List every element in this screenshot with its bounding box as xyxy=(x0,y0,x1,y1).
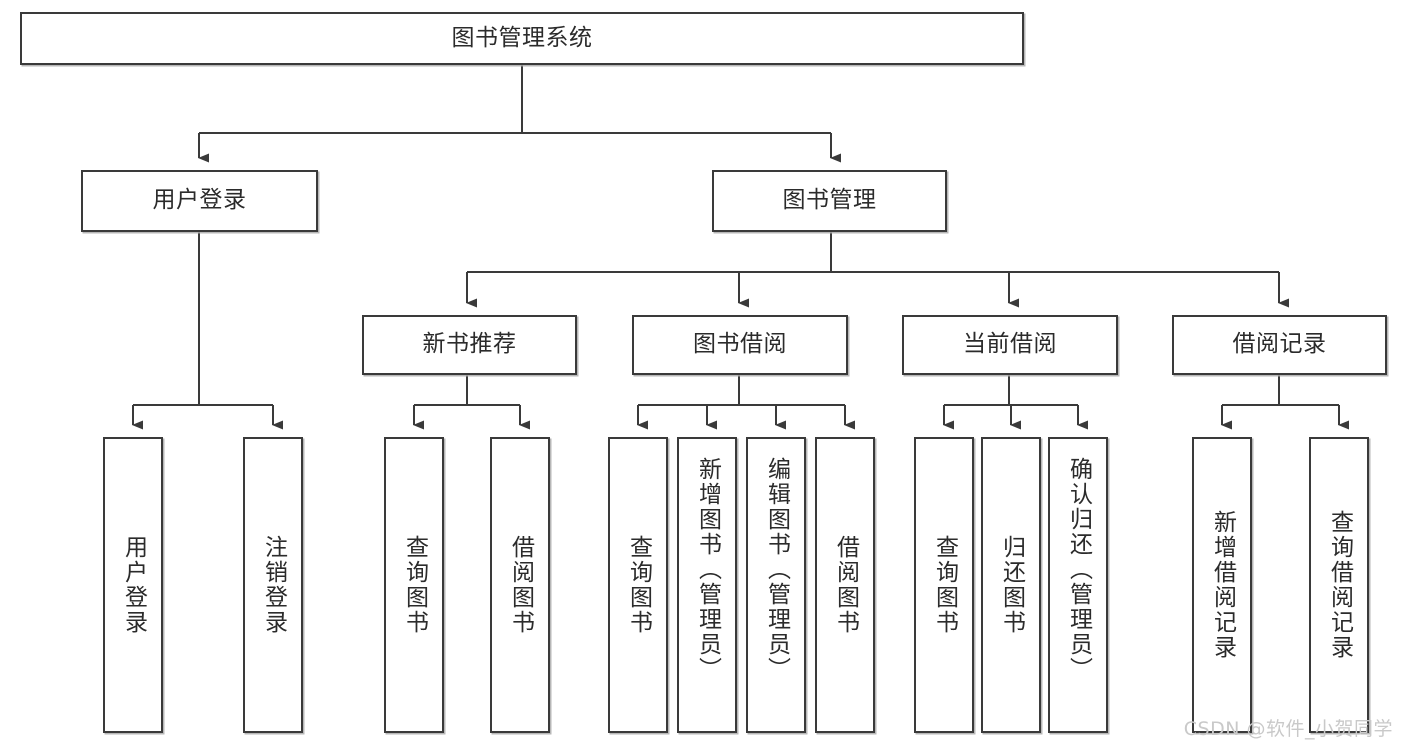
node-new-book-rec-label: 新书推荐 xyxy=(422,331,517,358)
node-leaf-query-book-3[interactable]: 查询图书 xyxy=(914,437,974,733)
node-leaf-return-book[interactable]: 归还图书 xyxy=(981,437,1041,733)
node-leaf-query-book-2[interactable]: 查询图书 xyxy=(608,437,668,733)
node-book-borrow[interactable]: 图书借阅 xyxy=(632,315,848,375)
node-book-borrow-label: 图书借阅 xyxy=(693,331,787,358)
node-leaf-query-book-1-label: 查询图书 xyxy=(401,535,428,635)
node-root[interactable]: 图书管理系统 xyxy=(20,12,1024,65)
node-leaf-borrow-book-2[interactable]: 借阅图书 xyxy=(815,437,875,733)
node-leaf-user-logout[interactable]: 注销登录 xyxy=(243,437,303,733)
node-book-manage[interactable]: 图书管理 xyxy=(712,170,947,232)
node-user-login[interactable]: 用户登录 xyxy=(81,170,318,232)
node-leaf-query-book-1[interactable]: 查询图书 xyxy=(384,437,444,733)
node-current-borrow[interactable]: 当前借阅 xyxy=(902,315,1118,375)
node-leaf-query-record-label: 查询借阅记录 xyxy=(1326,510,1353,660)
node-user-login-label: 用户登录 xyxy=(152,187,247,214)
node-leaf-user-login[interactable]: 用户登录 xyxy=(103,437,163,733)
node-leaf-edit-book-label: 编辑图书（管理员） xyxy=(763,457,790,682)
node-leaf-query-record[interactable]: 查询借阅记录 xyxy=(1309,437,1369,733)
node-leaf-user-login-label: 用户登录 xyxy=(120,535,147,635)
node-leaf-borrow-book-1-label: 借阅图书 xyxy=(507,535,534,635)
csdn-watermark: CSDN @软件_小贺同学 xyxy=(1183,718,1393,740)
node-new-book-rec[interactable]: 新书推荐 xyxy=(362,315,577,375)
node-leaf-query-book-3-label: 查询图书 xyxy=(931,535,958,635)
node-borrow-record[interactable]: 借阅记录 xyxy=(1172,315,1387,375)
node-leaf-add-record[interactable]: 新增借阅记录 xyxy=(1192,437,1252,733)
node-leaf-add-record-label: 新增借阅记录 xyxy=(1209,510,1236,660)
node-leaf-add-book[interactable]: 新增图书（管理员） xyxy=(677,437,737,733)
node-leaf-confirm-return[interactable]: 确认归还（管理员） xyxy=(1048,437,1108,733)
node-leaf-query-book-2-label: 查询图书 xyxy=(625,535,652,635)
node-leaf-return-book-label: 归还图书 xyxy=(998,535,1025,635)
node-root-label: 图书管理系统 xyxy=(451,24,593,51)
node-leaf-add-book-label: 新增图书（管理员） xyxy=(694,457,721,682)
node-leaf-edit-book[interactable]: 编辑图书（管理员） xyxy=(746,437,806,733)
node-leaf-borrow-book-2-label: 借阅图书 xyxy=(832,535,859,635)
node-book-manage-label: 图书管理 xyxy=(782,187,877,214)
node-leaf-user-logout-label: 注销登录 xyxy=(260,535,287,635)
node-leaf-confirm-return-label: 确认归还（管理员） xyxy=(1065,457,1092,682)
node-current-borrow-label: 当前借阅 xyxy=(963,331,1057,358)
node-leaf-borrow-book-1[interactable]: 借阅图书 xyxy=(490,437,550,733)
node-borrow-record-label: 借阅记录 xyxy=(1232,331,1327,358)
